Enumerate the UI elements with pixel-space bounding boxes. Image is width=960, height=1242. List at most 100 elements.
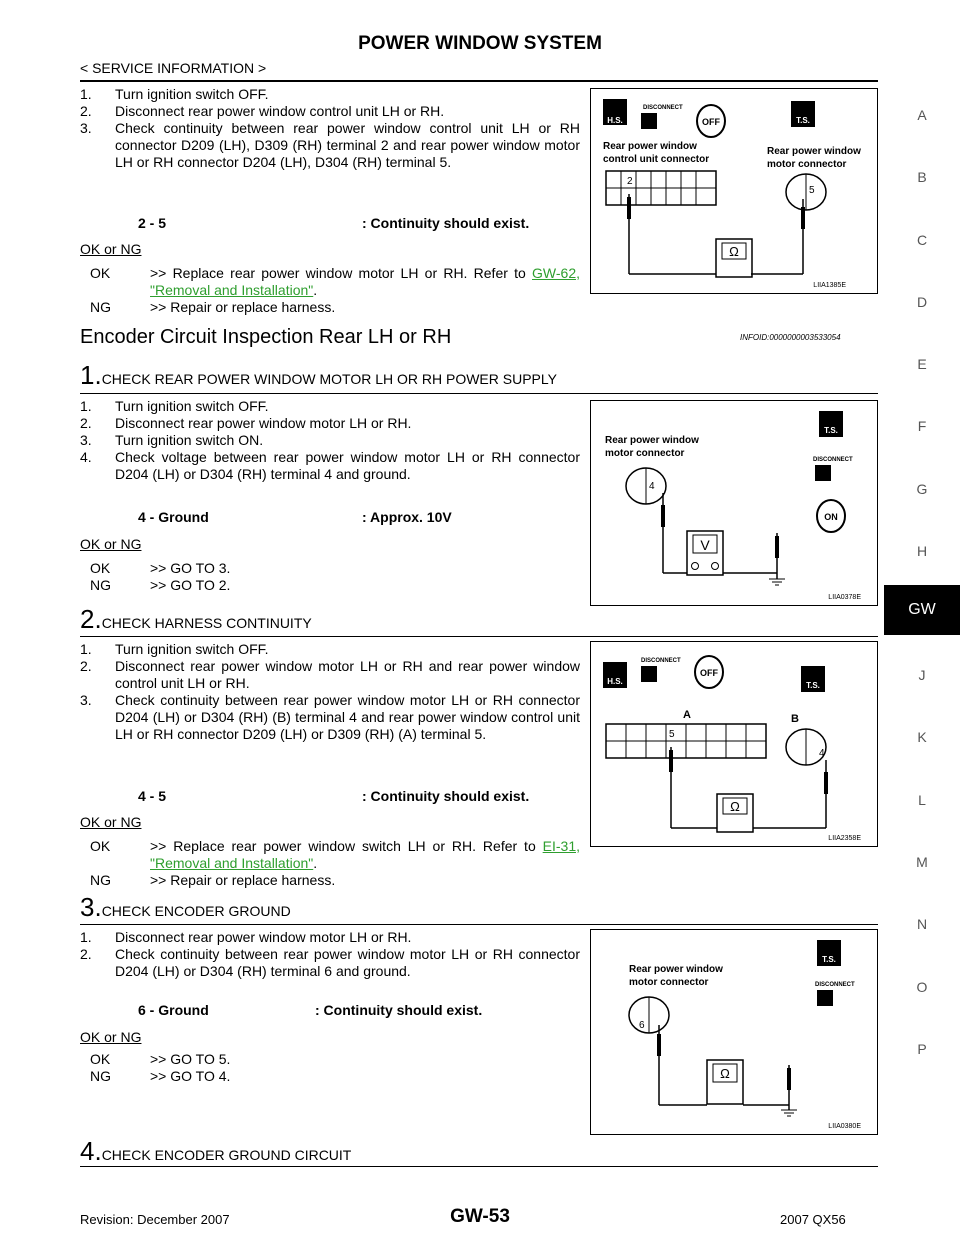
sidebar-item-a[interactable]: A (917, 107, 927, 123)
block1-steps: 1.Turn ignition switch OFF. 2.Disconnect… (80, 86, 580, 171)
result-block: OK>> Replace rear power window switch LH… (90, 838, 580, 888)
ohmmeter-icon: Ω (720, 1066, 730, 1081)
footer-model: 2007 QX56 (780, 1212, 846, 1227)
spec-terminals: 4 - Ground (138, 509, 209, 525)
list-item: 3.Turn ignition switch ON. (80, 432, 264, 448)
result-block: OK>> GO TO 3. NG>> GO TO 2. (90, 560, 231, 593)
list-item: 4.Check voltage between rear power windo… (80, 449, 580, 482)
footer-page-number: GW-53 (450, 1206, 510, 1227)
ignition-off-icon: OFF (702, 117, 720, 127)
sidebar-item-gw[interactable]: GW (884, 585, 960, 635)
header-rule (80, 80, 878, 82)
ok-or-ng-label: OK or NG (80, 241, 142, 257)
spec-terminals: 4 - 5 (138, 788, 167, 804)
svg-text:DISCONNECT: DISCONNECT (813, 457, 853, 463)
page-title: POWER WINDOW SYSTEM (358, 33, 602, 54)
sidebar-item-j[interactable]: J (918, 667, 926, 683)
svg-text:Rear power window: Rear power window (603, 141, 697, 152)
ignition-off-icon: OFF (700, 668, 718, 678)
step-rule (80, 393, 878, 394)
ok-or-ng-label: OK or NG (80, 536, 142, 552)
result-block: OK>> GO TO 5. NG>> GO TO 4. (90, 1051, 231, 1084)
ignition-on-icon: ON (824, 512, 838, 522)
ts-icon: T.S. (822, 955, 836, 964)
svg-text:5: 5 (669, 729, 675, 740)
step-3-heading: 3.CHECK ENCODER GROUND (80, 892, 291, 922)
svg-text:DISCONNECT: DISCONNECT (815, 982, 855, 988)
svg-text:LIIA2358E: LIIA2358E (828, 835, 861, 842)
svg-text:DISCONNECT: DISCONNECT (641, 658, 681, 664)
figure-continuity-2-5: H.S. DISCONNECT OFF T.S. Rear power wind… (590, 88, 878, 294)
hs-icon: H.S. (607, 677, 623, 686)
sidebar-item-p[interactable]: P (917, 1041, 927, 1057)
step-rule (80, 1166, 878, 1167)
list-item: 1.Disconnect rear power window motor LH … (80, 929, 412, 945)
spec-terminals: 2 - 5 (138, 215, 167, 231)
svg-text:Rear power window: Rear power window (629, 964, 723, 975)
figure-continuity-4-5: H.S. DISCONNECT OFF T.S. A B 5 4 Ω LIIA2… (590, 641, 878, 847)
voltmeter-icon: V (700, 537, 710, 553)
svg-text:control unit connector: control unit connector (603, 154, 709, 165)
sidebar-item-f[interactable]: F (917, 418, 927, 434)
step-rule (80, 636, 878, 637)
svg-text:2: 2 (627, 176, 633, 187)
list-item: 3.Check continuity between rear power wi… (80, 692, 580, 742)
step-2-heading: 2.CHECK HARNESS CONTINUITY (80, 604, 312, 634)
svg-text:4: 4 (649, 481, 655, 492)
spec-result: : Continuity should exist. (362, 788, 530, 804)
sidebar-item-h[interactable]: H (916, 543, 928, 559)
ohmmeter-icon: Ω (730, 799, 740, 814)
hs-icon: H.S. (607, 116, 623, 125)
sidebar-item-d[interactable]: D (916, 294, 928, 310)
sidebar-item-o[interactable]: O (916, 979, 928, 995)
step1-items: 1.Turn ignition switch OFF. 2.Disconnect… (80, 398, 580, 483)
svg-text:LIIA0380E: LIIA0380E (828, 1123, 861, 1130)
link-ei-31[interactable]: EI-31, "Removal and Installation" (150, 838, 580, 871)
list-item: 1.Turn ignition switch OFF. (80, 398, 269, 414)
ohmmeter-icon: Ω (729, 244, 739, 259)
svg-text:LIIA1385E: LIIA1385E (813, 282, 846, 289)
info-id: INFOID:0000000003533054 (740, 333, 841, 342)
sidebar-item-n[interactable]: N (916, 916, 928, 932)
sidebar-item-k[interactable]: K (917, 729, 927, 745)
svg-text:4: 4 (819, 748, 825, 759)
link-gw-62[interactable]: GW-62, "Removal and Installation" (150, 265, 581, 298)
section-title: Encoder Circuit Inspection Rear LH or RH (80, 326, 452, 348)
step2-items: 1.Turn ignition switch OFF. 2.Disconnect… (80, 641, 580, 743)
figure-voltage-4-ground: T.S. Rear power window motor connector D… (590, 400, 878, 606)
sidebar-item-e[interactable]: E (917, 356, 927, 372)
svg-text:motor connector: motor connector (629, 977, 709, 988)
page-subtitle: < SERVICE INFORMATION > (80, 60, 267, 76)
list-item: 3.Check continuity between rear power wi… (80, 120, 580, 170)
list-item: 2.Check continuity between rear power wi… (80, 946, 580, 979)
spec-result: : Continuity should exist. (315, 1002, 483, 1018)
figure-continuity-6-ground: T.S. Rear power window motor connector D… (590, 929, 878, 1135)
step-rule (80, 924, 878, 925)
svg-text:A: A (683, 709, 691, 721)
sidebar-item-m[interactable]: M (916, 854, 928, 870)
list-item: 1.Turn ignition switch OFF. (80, 86, 269, 102)
sidebar-item-g[interactable]: G (916, 481, 928, 497)
step3-items: 1.Disconnect rear power window motor LH … (80, 929, 580, 980)
spec-result: : Continuity should exist. (362, 215, 530, 231)
svg-text:motor connector: motor connector (767, 159, 847, 170)
list-item: 2.Disconnect rear power window motor LH … (80, 415, 412, 431)
step-1-heading: 1.CHECK REAR POWER WINDOW MOTOR LH OR RH… (80, 360, 557, 390)
svg-text:5: 5 (809, 185, 815, 196)
list-item: 2.Disconnect rear power window control u… (80, 103, 445, 119)
svg-text:LIIA0378E: LIIA0378E (828, 594, 861, 601)
ts-icon: T.S. (796, 116, 810, 125)
sidebar-item-c[interactable]: C (916, 232, 928, 248)
spec-result: : Approx. 10V (362, 509, 452, 525)
svg-text:6: 6 (639, 1020, 645, 1031)
ok-or-ng-label: OK or NG (80, 814, 142, 830)
svg-text:DISCONNECT: DISCONNECT (643, 105, 683, 111)
svg-text:Rear power window: Rear power window (767, 146, 861, 157)
list-item: 2.Disconnect rear power window motor LH … (80, 658, 580, 691)
result-block: OK>> Replace rear power window motor LH … (90, 265, 581, 315)
sidebar-item-b[interactable]: B (917, 169, 927, 185)
step-4-heading: 4.CHECK ENCODER GROUND CIRCUIT (80, 1136, 352, 1166)
svg-text:motor connector: motor connector (605, 448, 685, 459)
ts-icon: T.S. (806, 681, 820, 690)
sidebar-item-l[interactable]: L (918, 792, 926, 808)
